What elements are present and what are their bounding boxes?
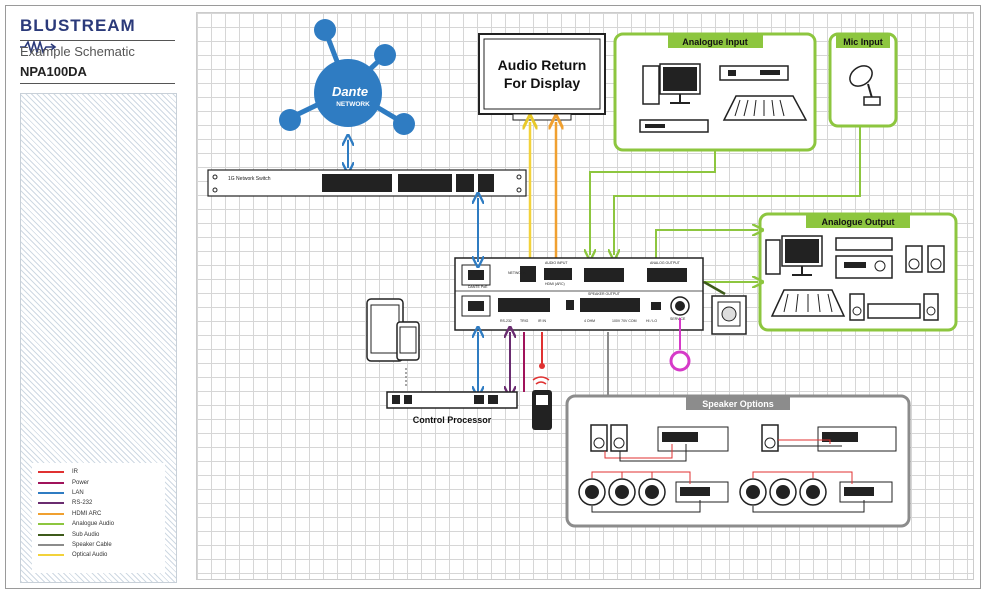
mixer-icon [722, 95, 808, 121]
remote-icon [532, 376, 552, 430]
stereo-system-icon [849, 293, 939, 321]
legend-item: Analogue Audio [38, 519, 159, 529]
legend-item: IR [38, 467, 159, 477]
av-receiver-icon [835, 237, 893, 279]
amp-label-ir-in: IR IN [538, 319, 546, 323]
pc-icon [642, 63, 701, 105]
legend-swatch [38, 481, 64, 484]
legend-swatch [38, 512, 64, 515]
legend-swatch [38, 502, 64, 505]
amp-label-dante-poe: DANTE PoE [468, 285, 488, 289]
legend-item: Sub Audio [38, 529, 159, 539]
media-player-icon [719, 65, 789, 81]
npa100da-amplifier: DANTE PoE NETWORK AUDIO INPUT HDMI (ARC)… [454, 257, 704, 331]
analogue-output-cable [655, 230, 758, 258]
dante-title: Dante [332, 84, 368, 99]
amp-label-4ohm: 4 OHM [584, 319, 595, 323]
speaker-options-title: Speaker Options [702, 399, 774, 409]
switch-port-bank [322, 174, 392, 192]
bookshelf-speaker-icon [905, 245, 945, 273]
legend-label: HDMI ARC [72, 510, 102, 517]
switch-sfp-ports [478, 174, 494, 192]
sub-audio-cable [703, 280, 726, 296]
switch-sfp-ports [456, 174, 474, 192]
brand-logo: BLUSTREAM [20, 16, 178, 56]
legend-swatch [38, 491, 64, 494]
network-node-dot [314, 19, 336, 41]
analogue-output-box: Analogue Output [758, 212, 958, 332]
amp-label-trig: TRIG [520, 319, 529, 323]
amp-label-100v: 100V 70V COM [612, 319, 637, 323]
legend-swatch [38, 554, 64, 557]
legend-item: Power [38, 477, 159, 487]
legend-item: Speaker Cable [38, 540, 159, 550]
mic-input-cable [614, 126, 861, 255]
schematic-frame [5, 5, 981, 589]
amp-label-hdmi-arc: HDMI (ARC) [545, 282, 565, 286]
legend-item: LAN [38, 488, 159, 498]
waveform-icon [20, 39, 57, 54]
network-switch: 1G Network Switch [207, 169, 527, 197]
dante-subtitle: NETWORK [336, 101, 370, 108]
analogue-input-title: Analogue Input [682, 37, 748, 47]
subwoofer-icon [711, 295, 747, 335]
analogue-input-cable [590, 150, 716, 255]
brand-name: BLUSTREAM [20, 16, 136, 35]
schematic-subtitle: Example Schematic [20, 44, 135, 59]
control-processor: Control Processor [386, 391, 518, 425]
switch-port-bank [398, 174, 452, 192]
switch-label: 1G Network Switch [228, 176, 271, 182]
display-title-line1: Audio Return [498, 57, 587, 73]
legend-label: LAN [72, 489, 84, 496]
header-rule-top [20, 40, 175, 41]
model-name: NPA100DA [20, 64, 87, 79]
mic-input-title: Mic Input [843, 37, 883, 47]
legend-label: Power [72, 479, 90, 486]
legend-item: Optical Audio [38, 550, 159, 560]
legend-label: Analogue Audio [72, 521, 115, 528]
amp-label-service: SERVICE [670, 317, 686, 321]
microphone-icon [849, 65, 881, 106]
amp-label-analog-output: ANALOG OUTPUT [650, 261, 681, 265]
mixer-icon [770, 289, 846, 317]
legend-label: RS-232 [72, 500, 93, 507]
legend-swatch [38, 471, 64, 474]
amp-label-speaker-output: SPEAKER OUTPUT [588, 292, 621, 296]
network-node-dot [374, 44, 396, 66]
header-rule-bottom [20, 83, 175, 84]
control-processor-label: Control Processor [413, 415, 492, 425]
pc-icon [765, 235, 823, 276]
amp-label-network: NETWORK [508, 271, 527, 275]
legend-swatch [38, 523, 64, 526]
analogue-output-title: Analogue Output [822, 217, 895, 227]
legend-label: IR [72, 469, 78, 476]
legend-label: Sub Audio [72, 531, 100, 538]
legend-item: RS-232 [38, 498, 159, 508]
network-node-dot [279, 109, 301, 131]
legend-label: Speaker Cable [72, 541, 112, 548]
legend-swatch [38, 533, 64, 536]
dante-hub-circle [314, 59, 382, 127]
legend-swatch [38, 543, 64, 546]
analogue-input-box: Analogue Input [613, 32, 817, 152]
display-device: Audio Return For Display [478, 33, 606, 121]
speaker-options-box: Speaker Options [565, 394, 911, 528]
amp-label-hi-lo: HI / LO [646, 319, 657, 323]
ir-emitter [539, 363, 545, 369]
display-title-line2: For Display [504, 75, 580, 91]
dante-network-node: Dante NETWORK [279, 19, 415, 135]
bluray-player-icon [639, 119, 709, 133]
network-node-dot [393, 113, 415, 135]
mic-input-box: Mic Input [828, 32, 898, 128]
tablet-phone-icon [366, 298, 420, 362]
sidebar: BLUSTREAM Example Schematic NPA100DA IR P… [20, 10, 178, 584]
amp-label-audio-input: AUDIO INPUT [545, 261, 568, 265]
legend-item: HDMI ARC [38, 509, 159, 519]
amp-label-rs232: RS-232 [500, 319, 512, 323]
service-port-icon [669, 350, 691, 372]
legend-label: Optical Audio [72, 552, 108, 559]
